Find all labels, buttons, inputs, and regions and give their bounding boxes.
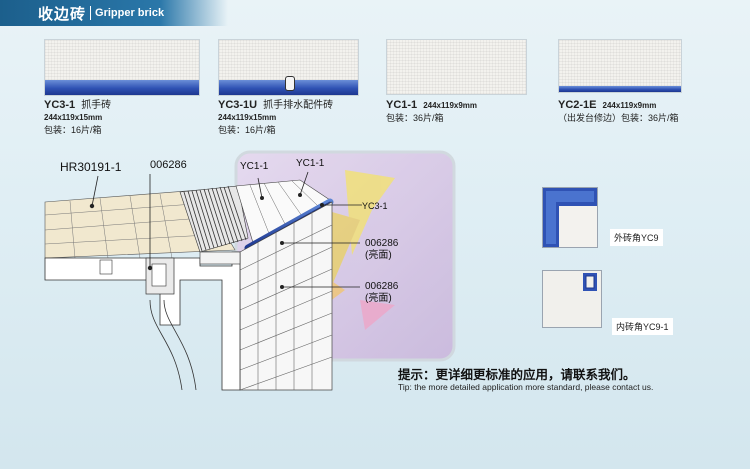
drain-slot: [284, 76, 295, 91]
tip-text-en: Tip: the more detailed application more …: [398, 382, 654, 392]
label-yc3-1: YC3-1: [362, 201, 388, 211]
product-image-yc2-1e: [558, 39, 682, 93]
outer-corner-image-yc9: [542, 187, 598, 248]
tip-text-cn: 提示：更详细更标准的应用，请联系我们。: [398, 368, 636, 382]
product-image-yc3-1u: [218, 39, 359, 96]
product-caption-yc2-1e: YC2-1E 244x119x9mm （出发台修边）包装：36片/箱: [558, 99, 679, 124]
inner-corner-drawing: [543, 271, 601, 327]
product-code: YC1-1: [386, 99, 418, 111]
product-name: 抓手排水配件砖: [263, 100, 334, 111]
label-note: (亮面): [365, 250, 392, 261]
product-pack: （出发台修边）包装：36片/箱: [558, 113, 679, 123]
product-code: YC2-1E: [558, 99, 597, 111]
inner-corner-image-yc9-1: [542, 270, 602, 328]
product-caption-yc3-1u: YC3-1U 抓手排水配件砖 244x119x15mm 包装：16片/箱: [218, 99, 333, 136]
label-hr30191-1: HR30191-1: [60, 160, 122, 174]
corner-label-yc9-1: 内砖角YC9-1: [612, 318, 673, 335]
label-code: 006286: [365, 281, 399, 292]
label-yc1-1-right: YC1-1: [296, 158, 325, 169]
pool-edge-diagram: [44, 150, 456, 391]
product-size: 244x119x15mm: [218, 113, 277, 122]
outer-corner-drawing: [543, 188, 597, 247]
title-divider: [90, 6, 92, 20]
label-code: 006286: [365, 238, 399, 249]
label-006286: 006286: [150, 159, 187, 171]
product-pack: 包装：36片/箱: [386, 113, 444, 123]
corner-label-yc9: 外砖角YC9: [610, 229, 663, 246]
product-pack: 包装：16片/箱: [218, 125, 276, 135]
product-size: 244x119x9mm: [602, 101, 657, 110]
product-code: YC3-1U: [218, 99, 258, 111]
label-006286-glossy-1: 006286 (亮面): [365, 238, 398, 262]
product-size: 244x119x9mm: [423, 101, 478, 110]
product-name: 抓手砖: [81, 100, 112, 111]
product-pack: 包装：16片/箱: [44, 125, 102, 135]
section-title-en: Gripper brick: [95, 7, 165, 19]
label-006286-glossy-2: 006286 (亮面): [365, 281, 398, 305]
label-yc1-1-left: YC1-1: [240, 161, 269, 172]
product-image-yc3-1: [44, 39, 200, 96]
product-image-yc1-1: [386, 39, 527, 95]
product-code: YC3-1: [44, 99, 76, 111]
section-title-cn: 收边砖: [38, 5, 87, 23]
product-caption-yc1-1: YC1-1 244x119x9mm 包装：36片/箱: [386, 99, 477, 124]
section-header: 收边砖 Gripper brick: [0, 0, 228, 26]
product-caption-yc3-1: YC3-1 抓手砖 244x119x15mm 包装：16片/箱: [44, 99, 111, 136]
product-size: 244x119x15mm: [44, 113, 103, 122]
label-note: (亮面): [365, 293, 392, 304]
